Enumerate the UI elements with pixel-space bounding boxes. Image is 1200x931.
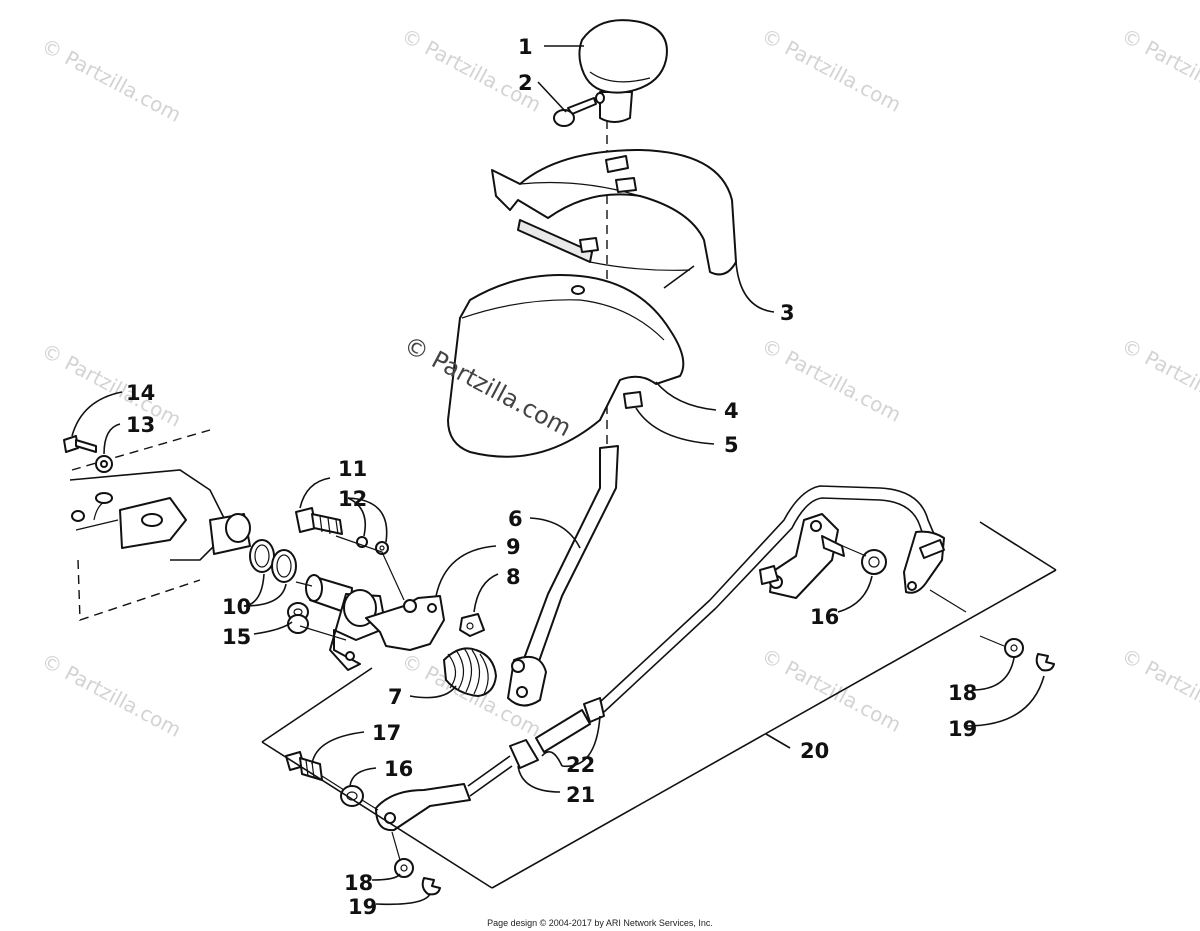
frame-bolt <box>63 435 113 473</box>
pivot-shaft-assembly <box>305 574 445 671</box>
part-labels: 1 2 3 4 5 6 7 8 9 10 11 12 13 14 15 16 1… <box>126 35 977 919</box>
spacer-bushing <box>287 602 309 634</box>
watermark: © Partzilla.com <box>38 648 186 742</box>
o-rings <box>249 539 297 583</box>
bottom-washer-clip <box>394 858 441 896</box>
lower-shift-cover <box>447 274 685 458</box>
part-label-7: 7 <box>388 685 403 709</box>
shift-lever <box>507 445 619 707</box>
shift-knob <box>578 19 668 123</box>
lock-nut <box>459 613 485 637</box>
part-label-4: 4 <box>724 399 739 423</box>
stud-bushing <box>340 785 364 807</box>
watermark: © Partzilla.com <box>38 338 186 432</box>
return-spring <box>443 647 497 697</box>
part-label-21: 21 <box>566 783 595 807</box>
watermark: © Partzilla.com <box>1118 333 1200 427</box>
watermark: © Partzilla.com <box>758 333 906 427</box>
shift-linkage-rod <box>375 485 945 832</box>
part-label-2: 2 <box>518 71 533 95</box>
part-label-15: 15 <box>222 625 251 649</box>
part-label-6: 6 <box>508 507 523 531</box>
part-label-5: 5 <box>724 433 739 457</box>
page-footer: Page design © 2004-2017 by ARI Network S… <box>487 918 713 928</box>
ball-stud <box>285 751 323 781</box>
part-label-9: 9 <box>506 535 521 559</box>
part-label-10: 10 <box>222 595 251 619</box>
part-label-18-right: 18 <box>948 681 977 705</box>
right-bushing <box>861 549 887 575</box>
knob-screw <box>553 97 597 127</box>
part-label-12: 12 <box>338 487 367 511</box>
part-label-16-right: 16 <box>810 605 839 629</box>
part-label-18-bottom: 18 <box>344 871 373 895</box>
right-washer-clip <box>1004 638 1055 672</box>
part-label-19-right: 19 <box>948 717 977 741</box>
frame-bracket <box>69 429 251 621</box>
part-label-1: 1 <box>518 35 533 59</box>
part-label-8: 8 <box>506 565 521 589</box>
part-label-3: 3 <box>780 301 795 325</box>
part-label-11: 11 <box>338 457 367 481</box>
part-label-22: 22 <box>566 753 595 777</box>
pivot-bolt <box>295 507 343 535</box>
watermark: © Partzilla.com <box>1118 23 1200 117</box>
watermark: © Partzilla.com <box>1118 643 1200 737</box>
part-label-14: 14 <box>126 381 155 405</box>
group-outline <box>261 521 1057 889</box>
linkage-end-bracket <box>759 513 845 599</box>
part-label-19-bottom: 19 <box>348 895 377 919</box>
leader-lines <box>71 45 1045 906</box>
watermark: © Partzilla.com <box>758 643 906 737</box>
part-label-20: 20 <box>800 739 829 763</box>
watermark: © Partzilla.com <box>758 23 906 117</box>
part-label-17: 17 <box>372 721 401 745</box>
part-label-16-left: 16 <box>384 757 413 781</box>
shift-bushing <box>623 391 643 409</box>
upper-shift-cover <box>491 149 737 289</box>
part-label-13: 13 <box>126 413 155 437</box>
watermark: © Partzilla.com <box>38 33 186 127</box>
